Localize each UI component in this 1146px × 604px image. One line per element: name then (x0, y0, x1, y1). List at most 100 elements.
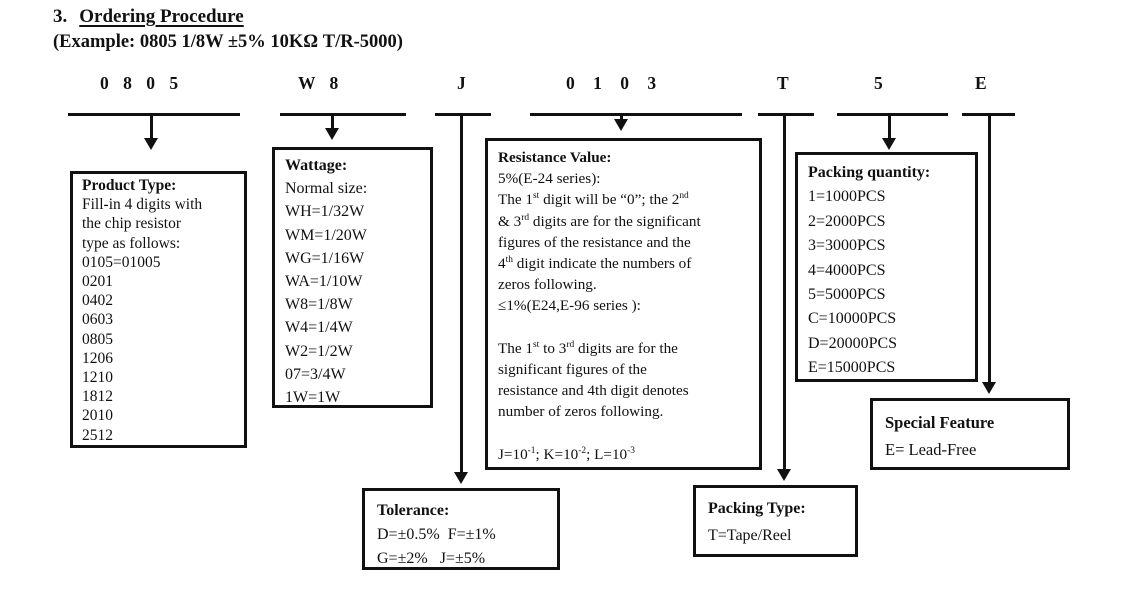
text-line: Fill-in 4 digits with (82, 196, 203, 214)
text-line: 5%(E-24 series): (498, 170, 601, 188)
code-tolerance: J (457, 73, 466, 93)
box-body: T=Tape/Reel (708, 522, 855, 549)
connector-resistance-value (620, 114, 623, 121)
text-line: ≤1%(E24,E-96 series ): (498, 297, 641, 315)
underline-product-type (68, 113, 240, 116)
underline-resistance-value (530, 113, 742, 116)
text-line: 0805 (82, 330, 113, 348)
box-heading: Packing quantity: (808, 164, 931, 181)
arrow-down-icon (454, 472, 468, 484)
code-special-feature: E (975, 73, 987, 93)
text-line: G=±2% J=±5% (377, 550, 486, 567)
text-line (498, 317, 755, 338)
text-line: W8=1/8W (285, 296, 353, 314)
text-line: 4=4000PCS (808, 261, 886, 279)
box-heading: Resistance Value: (498, 149, 612, 166)
example-line: (Example: 0805 1/8W ±5% 10KΩ T/R-5000) (53, 32, 403, 52)
box-body: Normal size: WH=1/32W WM=1/20W WG=1/16W WA=1… (285, 177, 426, 409)
underline-packing-type (758, 113, 814, 116)
text-line: 1812 (82, 388, 113, 406)
text-line: WA=1/10W (285, 273, 363, 291)
text-line: 3=3000PCS (808, 237, 886, 255)
box-body: D=±0.5% F=±1% G=±2% J=±5% (377, 523, 557, 571)
text-line: WM=1/20W (285, 226, 367, 244)
underline-tolerance (435, 113, 491, 116)
text-line: T=Tape/Reel (708, 527, 792, 544)
text-line: 0603 (82, 311, 113, 329)
box-body: E= Lead-Free (885, 436, 1067, 463)
text-line: resistance and 4th digit denotes (498, 382, 689, 400)
arrow-down-icon (777, 469, 791, 481)
arrow-down-icon (144, 138, 158, 150)
text-line: type as follows: (82, 234, 181, 252)
text-line: The 1st digit will be “0”; the 2nd (498, 191, 689, 209)
text-line: 1W=1W (285, 389, 341, 407)
text-line: significant figures of the (498, 361, 647, 379)
text-line: 5=5000PCS (808, 286, 886, 304)
text-line: 07=3/4W (285, 365, 346, 383)
code-packing-quantity: 5 (874, 73, 883, 93)
text-line: W2=1/2W (285, 342, 353, 360)
connector-special-feature (988, 114, 991, 384)
arrow-down-icon (614, 119, 628, 131)
text-line: W4=1/4W (285, 319, 353, 337)
text-line: E= Lead-Free (885, 440, 977, 459)
text-line (498, 423, 755, 444)
code-packing-type: T (777, 73, 789, 93)
wattage-box: Wattage: Normal size: WH=1/32W WM=1/20W WG=… (272, 147, 433, 408)
box-heading: Tolerance: (377, 502, 450, 519)
text-line: 4th digit indicate the numbers of (498, 254, 692, 273)
underline-packing-quantity (837, 113, 948, 116)
box-body: 5%(E-24 series): The 1st digit will be “0… (498, 168, 755, 465)
box-heading: Wattage: (285, 157, 348, 174)
section-heading: Ordering Procedure (79, 6, 244, 27)
text-line: 2=2000PCS (808, 212, 886, 230)
box-heading: Special Feature (885, 413, 995, 432)
text-line: C=10000PCS (808, 310, 897, 328)
code-resistance-value: 0 1 0 3 (566, 73, 664, 93)
text-line: the chip resistor (82, 215, 182, 233)
text-line: Normal size: (285, 180, 368, 198)
text-line: 0402 (82, 292, 113, 310)
text-line: 1210 (82, 369, 113, 387)
text-line: D=±0.5% F=±1% (377, 526, 496, 543)
box-heading: Product Type: (82, 177, 177, 194)
special-feature-box: Special Feature E= Lead-Free (870, 398, 1070, 470)
text-line: E=15000PCS (808, 359, 896, 377)
connector-packing-type (783, 114, 786, 471)
text-line: zeros following. (498, 276, 597, 294)
box-heading: Packing Type: (708, 500, 806, 517)
resistance-value-box: Resistance Value: 5%(E-24 series): The 1s… (485, 138, 762, 470)
text-line: WG=1/16W (285, 249, 365, 267)
arrow-down-icon (882, 138, 896, 150)
packing-type-box: Packing Type: T=Tape/Reel (693, 485, 858, 557)
arrow-down-icon (982, 382, 996, 394)
underline-wattage (280, 113, 406, 116)
connector-product-type (150, 114, 153, 140)
text-line: & 3rd digits are for the significant (498, 212, 701, 230)
connector-tolerance (460, 114, 463, 474)
box-body: 1=1000PCS 2=2000PCS 3=3000PCS 4=4000PCS 5=50… (808, 185, 975, 380)
arrow-down-icon (325, 128, 339, 140)
text-line: 0105=01005 (82, 253, 161, 271)
connector-packing-quantity (888, 114, 891, 140)
text-line: 1=1000PCS (808, 188, 886, 206)
code-wattage: W 8 (298, 73, 344, 93)
text-line: The 1st to 3rd digits are for the (498, 339, 678, 357)
text-line: figures of the resistance and the (498, 233, 691, 251)
tolerance-box: Tolerance: D=±0.5% F=±1% G=±2% J=±5% (362, 488, 560, 570)
text-line: 1206 (82, 349, 113, 367)
section-number: 3. (53, 6, 68, 27)
text-line: 2010 (82, 407, 113, 425)
text-line: number of zeros following. (498, 403, 664, 421)
text-line: 0201 (82, 273, 113, 291)
packing-quantity-box: Packing quantity: 1=1000PCS 2=2000PCS 3=30… (795, 152, 978, 382)
text-line: WH=1/32W (285, 203, 365, 221)
text-line: D=20000PCS (808, 334, 898, 352)
text-line: 2512 (82, 426, 113, 444)
text-line: J=10-1; K=10-2; L=10-3 (498, 445, 635, 463)
connector-wattage (331, 114, 334, 130)
